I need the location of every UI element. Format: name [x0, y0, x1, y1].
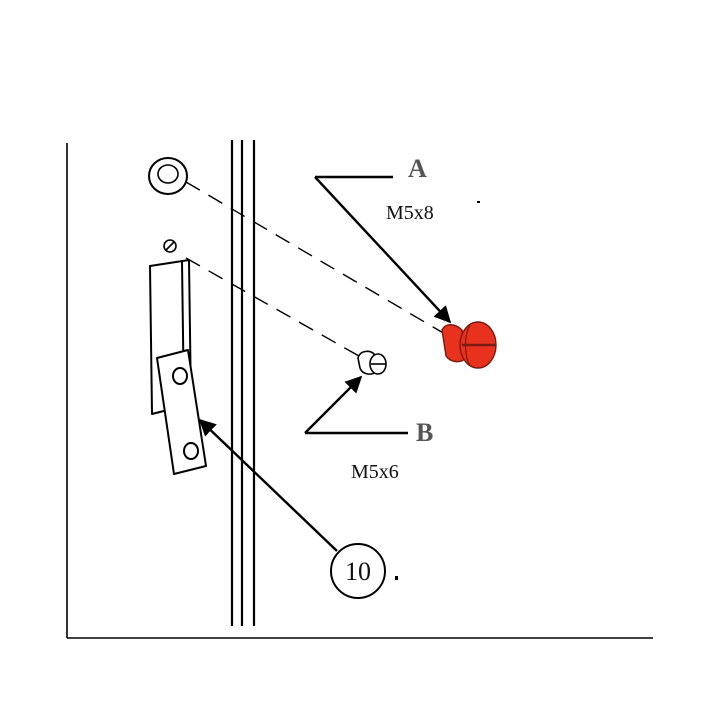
screw-a-highlighted: [441, 321, 497, 369]
bracket-part: [149, 259, 207, 475]
callout-b-letter: B: [416, 418, 433, 447]
assembly-guide-lines: [185, 181, 446, 361]
callout-a-spec: M5x8: [386, 202, 434, 224]
callout-b-leader: [304, 375, 408, 435]
small-screw-icon: [163, 239, 177, 253]
screw-b: [357, 350, 387, 375]
callout-a-letter: A: [408, 154, 427, 183]
washer-part: [148, 157, 188, 195]
part-number-label: 10: [345, 557, 371, 586]
callout-b-spec: M5x6: [351, 461, 399, 483]
frame-border: [66, 143, 653, 639]
callout-a-leader: [314, 175, 452, 324]
stray-marks: [395, 201, 480, 580]
vertical-rail: [230, 140, 256, 626]
part-number-balloon: [330, 543, 386, 599]
part-10-leader: [198, 418, 338, 552]
